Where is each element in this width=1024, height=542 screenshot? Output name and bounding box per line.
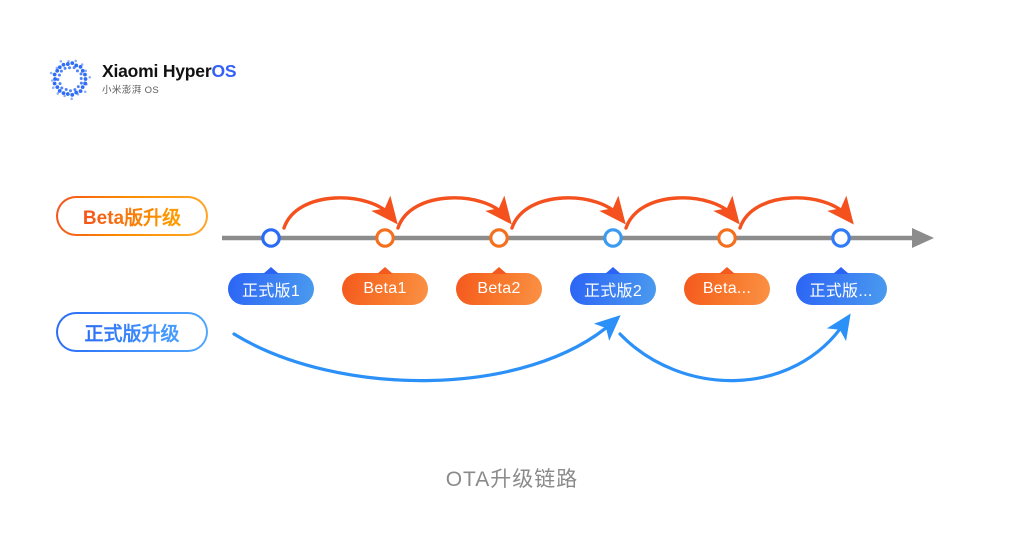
- timeline-node-pill[interactable]: Beta2: [456, 273, 542, 305]
- brand-subtitle: 小米澎湃 OS: [102, 85, 160, 96]
- legend-badge-stable: 正式版升级: [56, 312, 208, 352]
- brand-logo: Xiaomi HyperOS 小米澎湃 OS: [48, 57, 237, 101]
- timeline-node-pill[interactable]: 正式版...: [795, 273, 887, 305]
- timeline-node-circle[interactable]: [489, 228, 509, 248]
- beta-upgrade-arc: [624, 195, 740, 230]
- brand-title-main: Xiaomi Hyper: [102, 60, 212, 81]
- stable-upgrade-arc: [618, 313, 851, 383]
- legend-badge-beta: Beta版升级: [56, 196, 208, 236]
- timeline-node-circle[interactable]: [831, 228, 851, 248]
- timeline-node-pill[interactable]: Beta...: [684, 273, 770, 305]
- timeline-node-circle[interactable]: [603, 228, 623, 248]
- brand-title: Xiaomi HyperOS: [102, 60, 237, 81]
- beta-upgrade-arcs: [282, 195, 854, 230]
- stable-upgrade-arcs: [232, 313, 851, 383]
- timeline-node-pill-label: Beta1: [363, 280, 407, 297]
- beta-upgrade-arc: [396, 195, 512, 230]
- timeline-node-pill-label: 正式版...: [809, 283, 873, 300]
- timeline-arrow-icon: [912, 228, 934, 248]
- timeline-node-pill-label: Beta2: [477, 280, 521, 297]
- beta-upgrade-arc: [738, 195, 854, 230]
- timeline-node-pill-label: 正式版2: [583, 283, 643, 300]
- timeline-node-pill-label: Beta...: [702, 280, 752, 297]
- beta-upgrade-arc: [510, 195, 626, 230]
- timeline-node-circle[interactable]: [261, 228, 281, 248]
- stable-upgrade-arc: [232, 315, 621, 383]
- beta-upgrade-arc: [282, 195, 398, 230]
- timeline-node-pill-label: 正式版1: [241, 283, 301, 300]
- timeline-node-circle[interactable]: [375, 228, 395, 248]
- brand-text: Xiaomi HyperOS 小米澎湃 OS: [102, 60, 237, 96]
- timeline-node-circle[interactable]: [717, 228, 737, 248]
- timeline-node-pill[interactable]: Beta1: [342, 273, 428, 305]
- timeline-node-pill[interactable]: 正式版2: [570, 273, 656, 305]
- timeline-axis: [222, 228, 934, 248]
- timeline-node-circles: [261, 228, 851, 248]
- xiaomi-hyperos-dot-ring-logo-icon: [48, 57, 92, 101]
- diagram-caption: OTA升级链路: [445, 468, 579, 491]
- legend-badge-stable-label: 正式版升级: [84, 319, 179, 346]
- timeline-node-pill[interactable]: 正式版1: [228, 273, 314, 305]
- legend-badge-beta-label: Beta版升级: [83, 203, 181, 230]
- brand-title-accent: OS: [211, 60, 237, 81]
